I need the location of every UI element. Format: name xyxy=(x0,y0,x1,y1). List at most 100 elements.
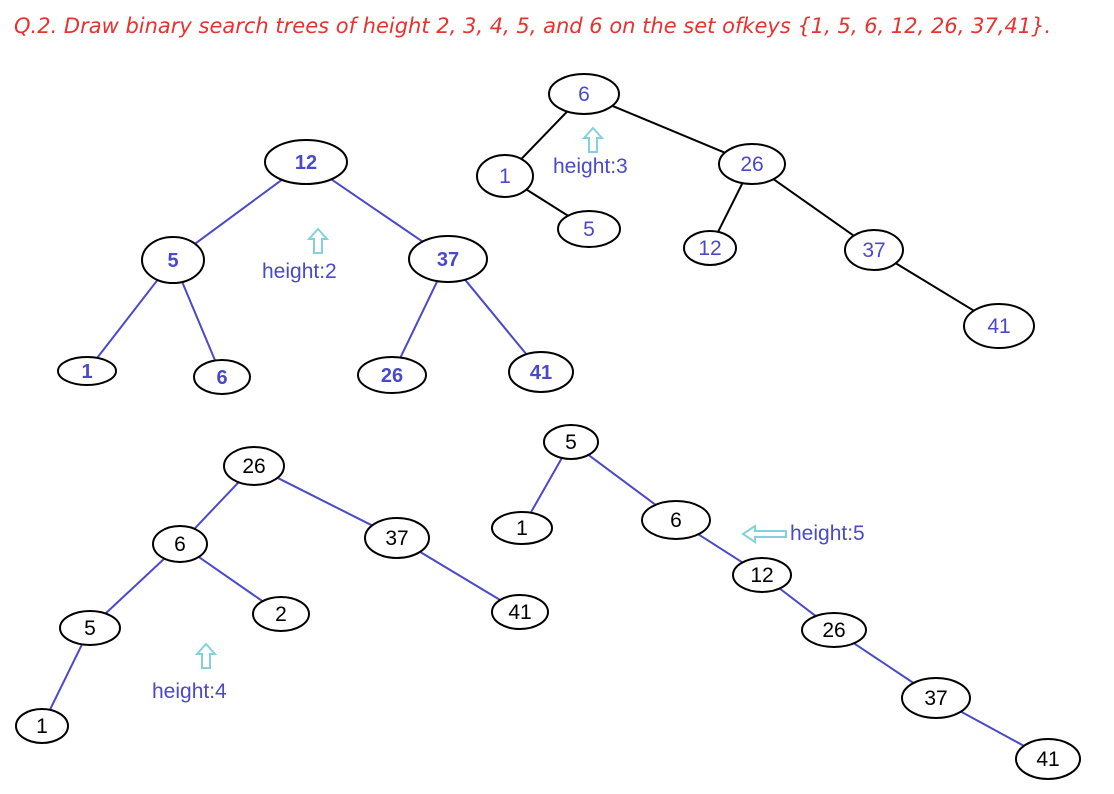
node-outline xyxy=(718,143,786,185)
node-key: 1 xyxy=(499,165,511,188)
node-key: 26 xyxy=(242,455,265,478)
node-outline xyxy=(364,517,430,559)
node-outline xyxy=(732,557,792,593)
node-outline xyxy=(1015,738,1081,780)
node-outline xyxy=(357,356,427,394)
node-outline xyxy=(57,356,117,386)
tree-node: 41 xyxy=(1015,738,1081,780)
node-key: 5 xyxy=(167,250,178,272)
tree-node: 26 xyxy=(801,612,867,648)
up-arrow-icon xyxy=(194,642,218,669)
tree-node: 1 xyxy=(57,356,117,386)
tree-edge xyxy=(419,551,501,601)
node-outline xyxy=(901,677,971,719)
tree-node: 1 xyxy=(491,511,553,545)
node-key: 12 xyxy=(750,564,773,587)
node-key: 41 xyxy=(530,362,552,384)
tree-edge xyxy=(181,281,217,361)
node-outline xyxy=(801,612,867,648)
tree-node: 5 xyxy=(59,610,121,646)
tree-node: 1 xyxy=(15,708,69,744)
node-outline xyxy=(15,708,69,744)
node-key: 1 xyxy=(36,715,48,738)
tree-node: 5 xyxy=(141,236,205,284)
node-key: 2 xyxy=(275,603,287,626)
tree-node: 26 xyxy=(223,446,285,486)
tree-node: 6 xyxy=(193,359,251,395)
tree-node: 37 xyxy=(364,517,430,559)
left-arrow-icon xyxy=(741,524,787,544)
tree-height-4: 26 6 37 5 2 41 1 height:4 xyxy=(15,446,549,744)
tree-edge xyxy=(611,104,726,154)
node-outline xyxy=(557,210,621,248)
tree-edge xyxy=(198,556,264,603)
tree-edge xyxy=(194,178,283,245)
tree-node: 37 xyxy=(408,235,488,283)
node-outline xyxy=(59,610,121,646)
question-text: Q.2. Draw binary search trees of height … xyxy=(14,14,1052,38)
tree-node: 6 xyxy=(548,73,620,115)
tree-node: 6 xyxy=(641,500,711,540)
tree-node: 6 xyxy=(152,525,208,563)
tree-edge xyxy=(960,710,1025,747)
tree-node: 12 xyxy=(264,139,348,185)
tree-node: 26 xyxy=(718,143,786,185)
up-arrow-icon xyxy=(306,227,330,254)
node-key: 41 xyxy=(508,601,531,624)
tree-node: 41 xyxy=(508,351,574,393)
node-outline xyxy=(152,525,208,563)
tree-edge xyxy=(277,476,373,527)
node-key: 6 xyxy=(670,509,682,532)
height-label: height:4 xyxy=(152,680,227,703)
node-key: 6 xyxy=(174,533,186,556)
tree-edge xyxy=(49,643,83,711)
tree-edge xyxy=(717,182,744,233)
tree-edge xyxy=(587,454,657,506)
up-arrow-icon xyxy=(581,126,605,153)
tree-edge xyxy=(104,557,165,615)
tree-node: 37 xyxy=(844,229,904,271)
node-outline xyxy=(223,446,285,486)
tree-node: 2 xyxy=(252,596,310,632)
node-key: 1 xyxy=(81,361,92,383)
node-outline xyxy=(408,235,488,283)
node-outline xyxy=(548,73,620,115)
tree-edge xyxy=(399,280,439,358)
tree-node: 12 xyxy=(732,557,792,593)
tree-edge xyxy=(525,188,569,217)
node-outline xyxy=(844,229,904,271)
tree-edge xyxy=(330,178,424,243)
tree-edge xyxy=(193,481,240,530)
tree-edge xyxy=(464,279,528,355)
node-outline xyxy=(508,351,574,393)
tree-node: 41 xyxy=(491,594,549,630)
node-outline xyxy=(264,139,348,185)
height-label: height:2 xyxy=(262,260,337,283)
tree-node: 1 xyxy=(476,154,534,198)
node-key: 41 xyxy=(1036,748,1059,771)
node-key: 37 xyxy=(924,687,947,710)
tree-edge xyxy=(895,262,975,312)
node-outline xyxy=(543,424,599,460)
node-key: 5 xyxy=(84,617,96,640)
tree-edge xyxy=(697,533,743,564)
node-outline xyxy=(141,236,205,284)
tree-node: 37 xyxy=(901,677,971,719)
node-key: 37 xyxy=(385,527,408,550)
tree-edge xyxy=(772,178,855,237)
node-outline xyxy=(491,594,549,630)
tree-node: 5 xyxy=(543,424,599,460)
node-key: 1 xyxy=(516,517,528,540)
tree-edge xyxy=(520,110,568,160)
node-outline xyxy=(963,303,1035,349)
tree-edge xyxy=(96,279,159,359)
node-key: 6 xyxy=(216,367,227,389)
tree-node: 12 xyxy=(683,230,737,266)
height-label: height:3 xyxy=(553,155,628,178)
node-outline xyxy=(476,154,534,198)
node-key: 26 xyxy=(822,619,845,642)
node-key: 12 xyxy=(295,152,317,174)
